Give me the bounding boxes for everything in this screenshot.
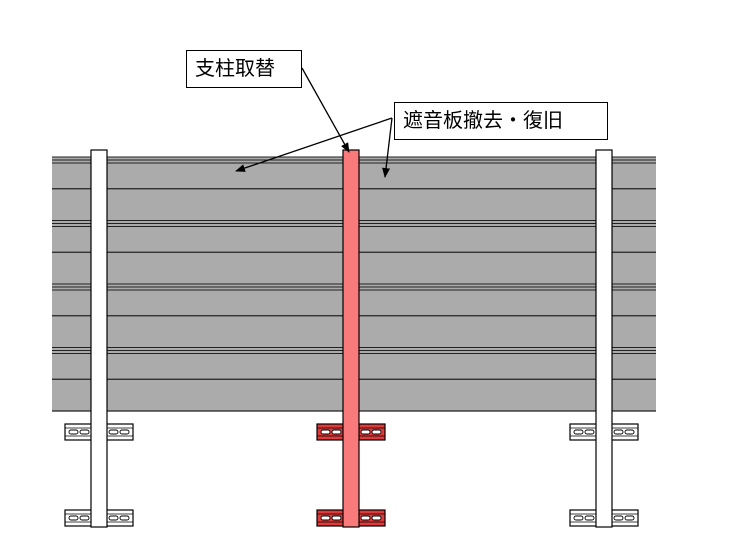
base-bracket [569,423,599,441]
existing-post [90,149,108,528]
bolt-slot [371,515,382,521]
bolt-slot [573,429,584,435]
bolt-slot [573,515,584,521]
existing-post [595,149,613,528]
bolt-slot [371,429,382,435]
bolt-slot [108,429,119,435]
post-replacement-label: 支柱取替 [186,50,302,88]
bolt-slot [320,515,331,521]
bolt-slot [624,515,635,521]
replaced-base-bracket [356,423,386,441]
bolt-slot [331,515,342,521]
bolt-slot [108,515,119,521]
leader-arrows [235,67,393,178]
replaced-base-bracket [316,423,346,441]
bolt-slot [584,429,595,435]
leader-to-replaced-post [301,67,350,153]
bolt-slot [360,515,371,521]
base-bracket [609,509,639,527]
leader-to-right-panel [382,117,393,178]
bolt-slot [119,429,130,435]
bolt-slot [68,515,79,521]
bolt-slot [613,515,624,521]
base-bracket [64,423,94,441]
base-bracket [569,509,599,527]
replaced-base-bracket [356,509,386,527]
bolt-slot [613,429,624,435]
panel-removal-restore-label: 遮音板撤去・復旧 [394,102,608,140]
bolt-slot [360,429,371,435]
bolt-slot [79,515,90,521]
base-bracket [64,509,94,527]
bolt-slot [68,429,79,435]
bolt-slot [119,515,130,521]
support-posts [90,149,613,528]
bolt-slot [624,429,635,435]
base-bracket [104,509,134,527]
bolt-slot [584,515,595,521]
bolt-slot [79,429,90,435]
replaced-post [342,149,360,528]
base-bracket [609,423,639,441]
post-brackets [64,423,639,527]
bolt-slot [320,429,331,435]
bolt-slot [331,429,342,435]
leader-to-left-panel [235,117,393,172]
base-bracket [104,423,134,441]
replaced-base-bracket [316,509,346,527]
